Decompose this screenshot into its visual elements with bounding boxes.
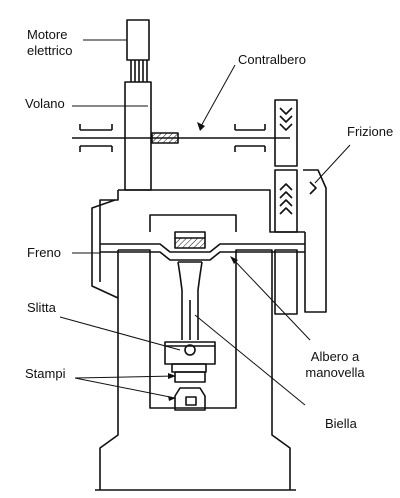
label-stampi: Stampi <box>25 366 66 381</box>
label-contralbero: Contralbero <box>238 52 306 67</box>
press-frame <box>95 249 296 491</box>
label-volano: Volano <box>25 96 65 111</box>
label-motore-line1: Motore <box>27 27 68 42</box>
label-albero-line1: Albero a <box>310 349 360 364</box>
right-bearing <box>274 249 298 315</box>
label-frizione: Frizione <box>347 124 394 139</box>
brake <box>91 199 119 299</box>
dies <box>174 371 206 411</box>
clutch <box>274 99 327 313</box>
flywheel <box>79 81 152 191</box>
label-albero-line2: manovella <box>305 365 365 380</box>
leader-lines <box>59 39 351 406</box>
countershaft <box>72 124 290 152</box>
label-freno: Freno <box>27 245 61 260</box>
slide <box>164 341 216 373</box>
label-biella: Biella <box>325 416 357 431</box>
connecting-rod <box>177 261 203 356</box>
crankshaft <box>100 231 305 261</box>
electric-motor <box>126 19 150 82</box>
label-albero-a-manovella: Albero a manovella <box>290 349 380 381</box>
label-motore-line2: elettrico <box>27 43 73 58</box>
label-slitta: Slitta <box>27 300 56 315</box>
label-motore-elettrico: Motore elettrico <box>27 27 73 59</box>
